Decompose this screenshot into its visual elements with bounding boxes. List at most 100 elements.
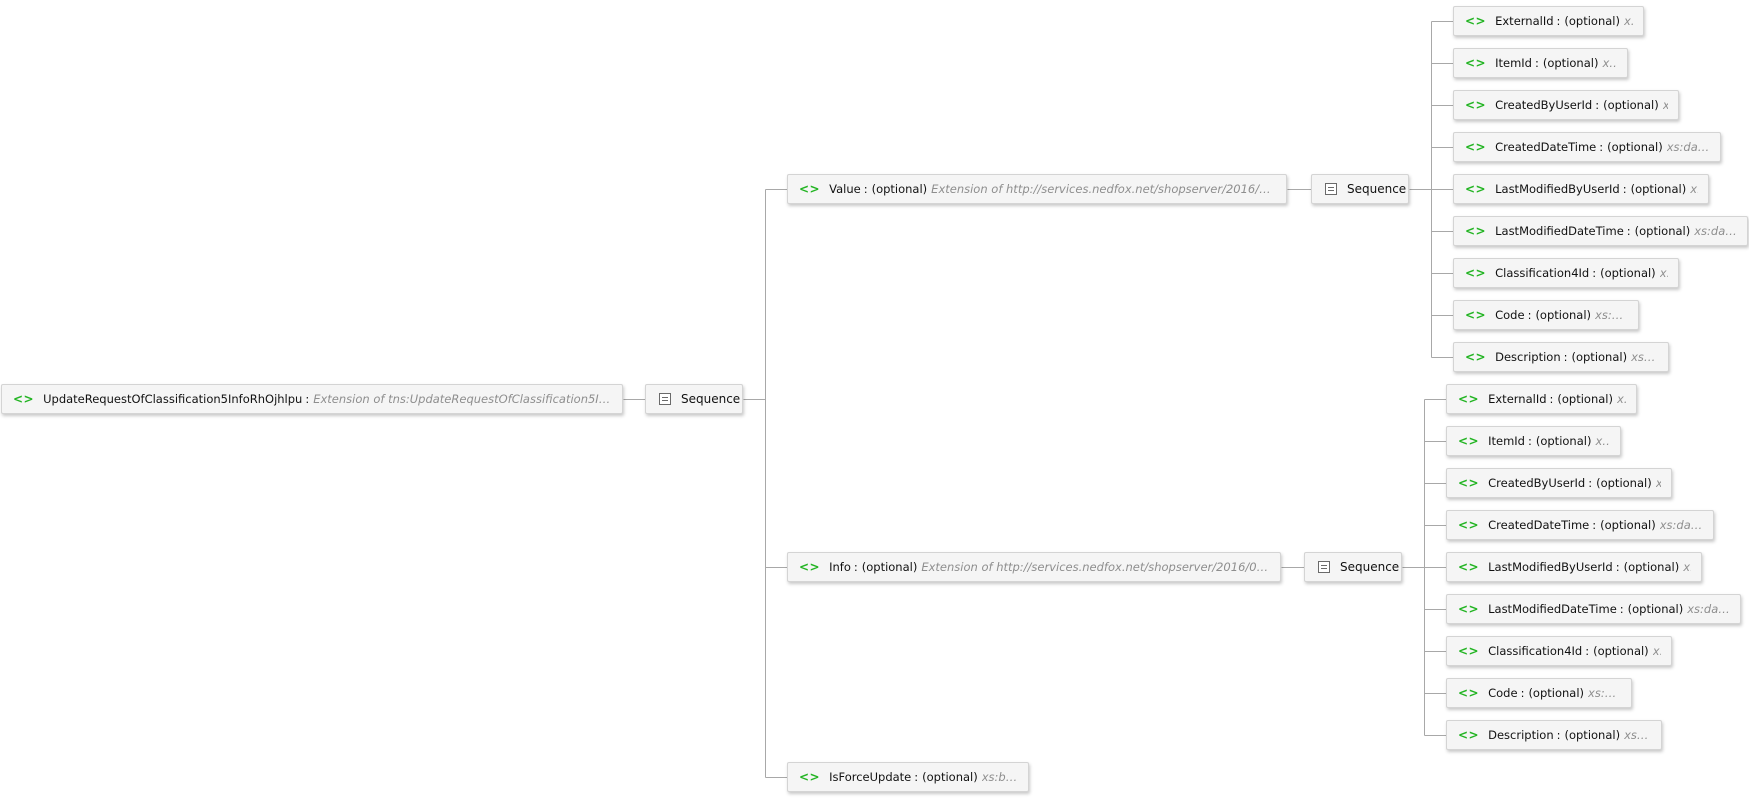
field-name: LastModifiedDateTime [1495, 224, 1624, 238]
field-optional: (optional) [1596, 476, 1652, 490]
root-element-name: UpdateRequestOfClassification5InfoRhOjhl… [43, 392, 303, 406]
element-icon: <> [799, 560, 821, 574]
field-type: xs:dateTime [1659, 518, 1703, 532]
field-name: ExternalId [1488, 392, 1547, 406]
info-field-createddatetime[interactable]: <> CreatedDateTime : (optional) xs:dateT… [1446, 510, 1714, 540]
field-name: LastModifiedByUserId [1495, 182, 1620, 196]
info-element-name: Info [829, 560, 851, 574]
isforceupdate-element-node[interactable]: <> IsForceUpdate : (optional) xs:boolean [787, 762, 1029, 792]
colon: : [1622, 182, 1627, 196]
colon: : [1534, 56, 1539, 70]
element-icon: <> [1458, 686, 1480, 700]
info-field-lastmodifieddatetime[interactable]: <> LastModifiedDateTime : (optional) xs:… [1446, 594, 1741, 624]
field-optional: (optional) [1627, 602, 1684, 616]
element-icon: <> [1458, 602, 1480, 616]
info-element-type: Extension of http://services.nedfox.net/… [921, 560, 1270, 574]
info-field-itemid[interactable]: <> ItemId : (optional) xs:int [1446, 426, 1621, 456]
colon: : [1585, 644, 1590, 658]
colon: : [1592, 518, 1597, 532]
field-name: CreatedDateTime [1488, 518, 1590, 532]
info-field-code[interactable]: <> Code : (optional) xs:string [1446, 678, 1632, 708]
colon: : [1592, 266, 1597, 280]
value-field-code[interactable]: <> Code : (optional) xs:string [1453, 300, 1639, 330]
field-optional: (optional) [1564, 728, 1621, 742]
colon: : [1595, 98, 1600, 112]
element-icon: <> [1458, 434, 1480, 448]
value-element-type: Extension of http://services.nedfox.net/… [931, 182, 1276, 196]
info-sequence-node[interactable]: Sequence [1304, 552, 1402, 582]
element-icon: <> [1465, 14, 1487, 28]
value-field-classification4id[interactable]: <> Classification4Id : (optional) xs:int [1453, 258, 1679, 288]
field-type: xs:int [1656, 476, 1661, 490]
root-sequence-node[interactable]: Sequence [645, 384, 743, 414]
element-icon: <> [13, 392, 35, 406]
info-field-lastmodifiedbyuserid[interactable]: <> LastModifiedByUserId : (optional) xs:… [1446, 552, 1702, 582]
field-name: ItemId [1488, 434, 1525, 448]
value-element-name: Value [829, 182, 861, 196]
sequence-label: Sequence [1340, 560, 1400, 574]
field-type: xs:int [1623, 14, 1633, 28]
field-optional: (optional) [1630, 182, 1687, 196]
value-field-description[interactable]: <> Description : (optional) xs:string [1453, 342, 1669, 372]
value-element-node[interactable]: <> Value : (optional) Extension of http:… [787, 174, 1287, 204]
field-optional: (optional) [1593, 644, 1649, 658]
sequence-icon [1318, 561, 1330, 573]
field-optional: (optional) [1603, 98, 1659, 112]
colon: : [1599, 140, 1604, 154]
sequence-label: Sequence [1347, 182, 1407, 196]
value-sequence-node[interactable]: Sequence [1311, 174, 1409, 204]
field-type: xs:string [1624, 728, 1651, 742]
field-name: ExternalId [1495, 14, 1554, 28]
field-type: xs:int [1663, 98, 1668, 112]
field-type: xs:int [1602, 56, 1617, 70]
element-icon: <> [1458, 644, 1480, 658]
value-field-createdbyuserid[interactable]: <> CreatedByUserId : (optional) xs:int [1453, 90, 1679, 120]
element-icon: <> [1458, 518, 1480, 532]
element-icon: <> [1458, 560, 1480, 574]
colon: : [1556, 728, 1561, 742]
field-name: CreatedByUserId [1488, 476, 1586, 490]
field-type: xs:string [1588, 686, 1621, 700]
field-optional: (optional) [1557, 392, 1613, 406]
info-field-classification4id[interactable]: <> Classification4Id : (optional) xs:int [1446, 636, 1672, 666]
value-field-lastmodifiedbyuserid[interactable]: <> LastModifiedByUserId : (optional) xs:… [1453, 174, 1709, 204]
colon: : [853, 560, 858, 574]
colon: : [305, 392, 310, 406]
element-icon: <> [1465, 224, 1487, 238]
value-field-externalid[interactable]: <> ExternalId : (optional) xs:int [1453, 6, 1644, 36]
field-name: Classification4Id [1495, 266, 1590, 280]
field-name: Description [1488, 728, 1554, 742]
root-element-node[interactable]: <> UpdateRequestOfClassification5InfoRhO… [1, 384, 623, 414]
element-icon: <> [1465, 182, 1487, 196]
colon: : [1626, 224, 1631, 238]
field-name: Code [1488, 686, 1518, 700]
element-icon: <> [1458, 476, 1480, 490]
colon: : [1527, 434, 1532, 448]
colon: : [1549, 392, 1554, 406]
value-field-itemid[interactable]: <> ItemId : (optional) xs:int [1453, 48, 1628, 78]
value-field-createddatetime[interactable]: <> CreatedDateTime : (optional) xs:dateT… [1453, 132, 1721, 162]
field-type: xs:string [1595, 308, 1628, 322]
field-optional: (optional) [1607, 140, 1663, 154]
sequence-icon [659, 393, 671, 405]
value-field-lastmodifieddatetime[interactable]: <> LastModifiedDateTime : (optional) xs:… [1453, 216, 1748, 246]
element-icon: <> [1465, 140, 1487, 154]
info-element-node[interactable]: <> Info : (optional) Extension of http:/… [787, 552, 1281, 582]
sequence-label: Sequence [681, 392, 741, 406]
field-name: Code [1495, 308, 1525, 322]
field-name: ItemId [1495, 56, 1532, 70]
info-field-externalid[interactable]: <> ExternalId : (optional) xs:int [1446, 384, 1637, 414]
field-name: CreatedByUserId [1495, 98, 1593, 112]
field-type: xs:int [1690, 182, 1698, 196]
info-field-createdbyuserid[interactable]: <> CreatedByUserId : (optional) xs:int [1446, 468, 1672, 498]
colon: : [1619, 602, 1624, 616]
field-optional: (optional) [1528, 686, 1585, 700]
isforceupdate-element-name: IsForceUpdate [829, 770, 912, 784]
field-optional: (optional) [1535, 434, 1592, 448]
info-element-optional: (optional) [861, 560, 918, 574]
field-optional: (optional) [1542, 56, 1599, 70]
field-type: xs:dateTime [1694, 224, 1737, 238]
info-field-description[interactable]: <> Description : (optional) xs:string [1446, 720, 1662, 750]
field-optional: (optional) [1634, 224, 1691, 238]
